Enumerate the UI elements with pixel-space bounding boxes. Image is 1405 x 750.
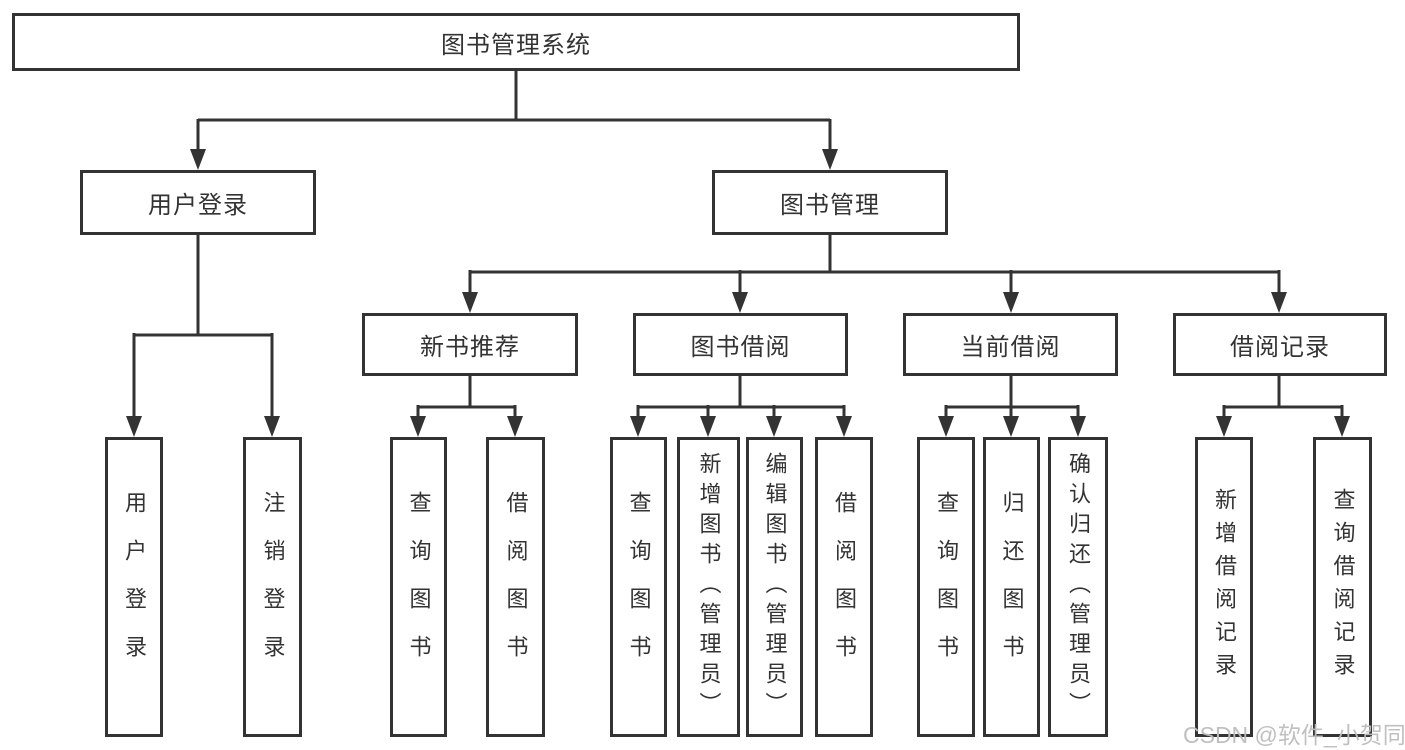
node-label: 图书管理: [780, 192, 880, 219]
node-label: 用户登录: [122, 491, 147, 683]
node-borrowing-records: 借阅记录: [1173, 313, 1387, 376]
node-borrow-books-2: 借阅图书: [815, 437, 873, 737]
node-query-books-3: 查询图书: [917, 437, 975, 737]
node-label: 新增图书（管理员）: [696, 452, 722, 722]
node-label: 归还图书: [999, 491, 1025, 683]
node-label: 新书推荐: [420, 334, 520, 361]
node-logout-action: 注销登录: [243, 437, 302, 737]
node-label: 查询图书: [934, 491, 959, 683]
node-query-books-1: 查询图书: [390, 437, 447, 737]
node-return-books: 归还图书: [983, 437, 1040, 737]
csdn-watermark: CSDN @软件_小贺同学: [1183, 722, 1405, 748]
node-label: 编辑图书（管理员）: [762, 452, 788, 722]
node-add-borrow-record: 新增借阅记录: [1195, 437, 1253, 737]
node-label: 当前借阅: [960, 334, 1061, 361]
node-label: 确认归还（管理员）: [1066, 452, 1091, 722]
node-label: 注销登录: [260, 491, 286, 683]
node-label: 借阅图书: [503, 491, 529, 683]
node-add-books-admin: 新增图书（管理员）: [677, 437, 740, 737]
node-label: 图书管理系统: [441, 31, 591, 59]
node-book-borrowing: 图书借阅: [633, 313, 848, 376]
node-user-login-action: 用户登录: [105, 437, 163, 737]
node-label: 用户登录: [148, 192, 248, 219]
node-book-management: 图书管理: [712, 170, 948, 235]
node-query-borrow-record: 查询借阅记录: [1313, 437, 1372, 737]
node-label: 新增借阅记录: [1212, 488, 1237, 686]
node-new-book-recommendation: 新书推荐: [362, 313, 578, 376]
node-confirm-return-admin: 确认归还（管理员）: [1048, 437, 1108, 737]
node-label: 图书借阅: [690, 334, 791, 361]
node-label: 查询图书: [406, 491, 432, 683]
node-label: 查询借阅记录: [1330, 488, 1356, 686]
node-label: 借阅图书: [832, 491, 857, 683]
node-borrow-books-1: 借阅图书: [486, 437, 545, 737]
node-edit-books-admin: 编辑图书（管理员）: [746, 437, 803, 737]
node-label: 查询图书: [626, 491, 652, 683]
node-library-management-system: 图书管理系统: [12, 13, 1020, 71]
node-current-borrowing: 当前借阅: [903, 313, 1118, 376]
node-label: 借阅记录: [1230, 334, 1330, 361]
node-query-books-2: 查询图书: [610, 437, 667, 737]
node-user-login: 用户登录: [80, 170, 316, 235]
